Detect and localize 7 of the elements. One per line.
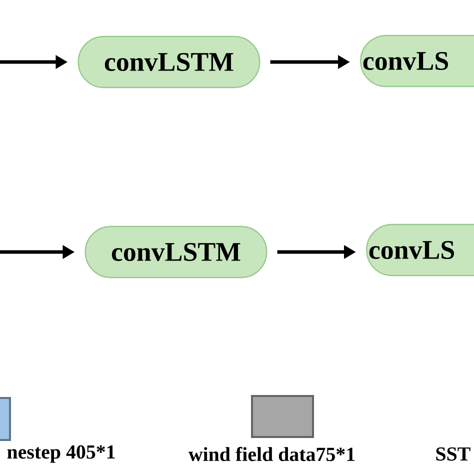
legend-label: wind field data75*1: [188, 446, 355, 462]
legend-label: SST: [436, 447, 470, 461]
legend-label: nestep 405*1: [7, 445, 115, 463]
convlstm-box: convLS: [366, 224, 474, 276]
convlstm-box: convLSTM: [84, 226, 268, 278]
convlstm-box: convLSTM: [78, 36, 260, 88]
convlstm-box: convLS: [360, 34, 474, 88]
